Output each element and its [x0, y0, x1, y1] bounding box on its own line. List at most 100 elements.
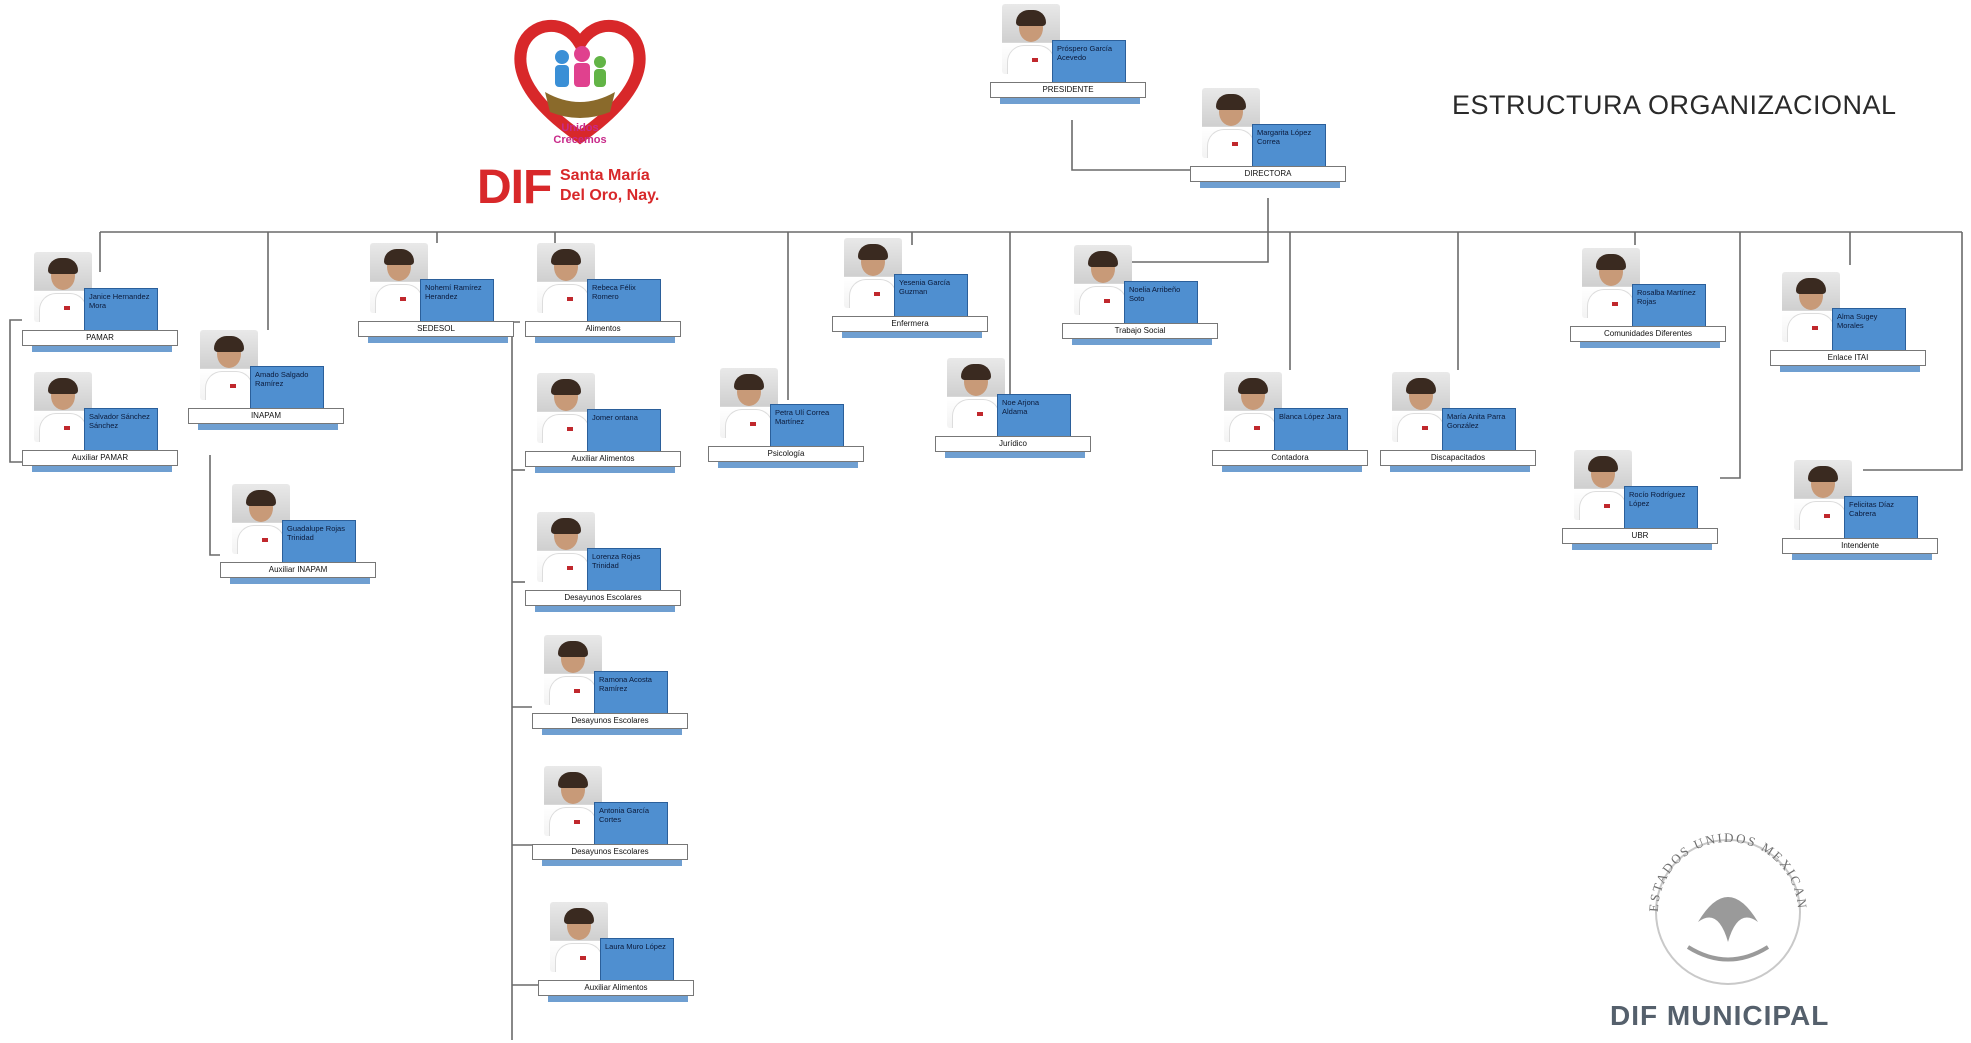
person-name: Rosalba Martínez Rojas — [1632, 284, 1706, 328]
person-name: Guadalupe Rojas Trinidad — [282, 520, 356, 564]
role-label: Desayunos Escolares — [532, 713, 688, 729]
role-label: Auxiliar INAPAM — [220, 562, 376, 578]
person-name: Laura Muro López — [600, 938, 674, 982]
person-name: Margarita López Correa — [1252, 124, 1326, 168]
person-photo-icon — [1224, 372, 1282, 442]
role-label: Auxiliar Alimentos — [538, 980, 694, 996]
role-label: Enlace ITAI — [1770, 350, 1926, 366]
role-label: Auxiliar Alimentos — [525, 451, 681, 467]
role-underline — [1390, 466, 1530, 472]
person-photo-icon — [544, 635, 602, 705]
person-name: Jomer ontana — [587, 409, 661, 453]
person-name: María Anita Parra González — [1442, 408, 1516, 452]
person-photo-icon — [34, 252, 92, 322]
role-label: Trabajo Social — [1062, 323, 1218, 339]
role-underline — [718, 462, 858, 468]
role-underline — [542, 860, 682, 866]
role-label: PAMAR — [22, 330, 178, 346]
role-label: Jurídico — [935, 436, 1091, 452]
person-photo-icon — [550, 902, 608, 972]
role-label: Desayunos Escolares — [532, 844, 688, 860]
person-name: Nohemí Ramírez Herandez — [420, 279, 494, 323]
role-underline — [842, 332, 982, 338]
role-underline — [32, 346, 172, 352]
svg-text:ESTADOS UNIDOS MEXICANOS: ESTADOS UNIDOS MEXICANOS — [1628, 812, 1810, 912]
person-name: Yesenia García Guzman — [894, 274, 968, 318]
person-photo-icon — [1794, 460, 1852, 530]
role-label: DIRECTORA — [1190, 166, 1346, 182]
person-name: Lorenza Rojas Trinidad — [587, 548, 661, 592]
role-underline — [548, 996, 688, 1002]
person-photo-icon — [1574, 450, 1632, 520]
person-name: Próspero García Acevedo — [1052, 40, 1126, 84]
role-underline — [1072, 339, 1212, 345]
logo-dif-text: DIF — [477, 161, 552, 214]
person-photo-icon — [1002, 4, 1060, 74]
person-name: Felicitas Díaz Cabrera — [1844, 496, 1918, 540]
person-name: Rebeca Félix Romero — [587, 279, 661, 323]
role-label: Enfermera — [832, 316, 988, 332]
person-photo-icon — [537, 243, 595, 313]
role-underline — [1780, 366, 1920, 372]
person-name: Blanca López Jara — [1274, 408, 1348, 452]
person-photo-icon — [1202, 88, 1260, 158]
person-name: Petra Ulí Correa Martínez — [770, 404, 844, 448]
person-photo-icon — [537, 512, 595, 582]
person-photo-icon — [1582, 248, 1640, 318]
person-photo-icon — [34, 372, 92, 442]
person-photo-icon — [947, 358, 1005, 428]
role-label: INAPAM — [188, 408, 344, 424]
role-label: Desayunos Escolares — [525, 590, 681, 606]
role-underline — [32, 466, 172, 472]
connector-pamar-aux — [9, 319, 22, 463]
role-label: Comunidades Diferentes — [1570, 326, 1726, 342]
heart-logo-icon — [514, 20, 646, 145]
role-underline — [198, 424, 338, 430]
mexican-seal-icon: ESTADOS UNIDOS MEXICANOS — [1628, 812, 1810, 985]
role-label: Contadora — [1212, 450, 1368, 466]
role-underline — [542, 729, 682, 735]
person-name: Rocío Rodríguez López — [1624, 486, 1698, 530]
role-label: Psicología — [708, 446, 864, 462]
chart-title: ESTRUCTURA ORGANIZACIONAL — [1452, 90, 1897, 120]
connector-alimentos-trunk — [511, 321, 520, 1040]
person-name: Janice Hernandez Mora — [84, 288, 158, 332]
role-underline — [1222, 466, 1362, 472]
person-photo-icon — [720, 368, 778, 438]
person-name: Alma Sugey Morales — [1832, 308, 1906, 352]
connector-inapam-aux — [209, 455, 220, 556]
person-name: Ramona Acosta Ramírez — [594, 671, 668, 715]
person-photo-icon — [200, 330, 258, 400]
role-label: Discapacitados — [1380, 450, 1536, 466]
person-name: Amado Salgado Ramírez — [250, 366, 324, 410]
person-name: Salvador Sánchez Sánchez — [84, 408, 158, 452]
logo-place-line1: Santa María — [560, 167, 650, 184]
logo-place: Santa María Del Oro, Nay. — [560, 166, 659, 206]
role-label: PRESIDENTE — [990, 82, 1146, 98]
role-underline — [368, 337, 508, 343]
role-underline — [535, 337, 675, 343]
role-underline — [535, 467, 675, 473]
person-name: Antonia García Cortes — [594, 802, 668, 846]
dif-municipal-caption: DIF MUNICIPAL — [1610, 1000, 1830, 1031]
person-photo-icon — [544, 766, 602, 836]
seal-text: ESTADOS UNIDOS MEXICANOS — [1628, 812, 1808, 912]
person-photo-icon — [1074, 245, 1132, 315]
logo-place-line2: Del Oro, Nay. — [560, 187, 660, 204]
